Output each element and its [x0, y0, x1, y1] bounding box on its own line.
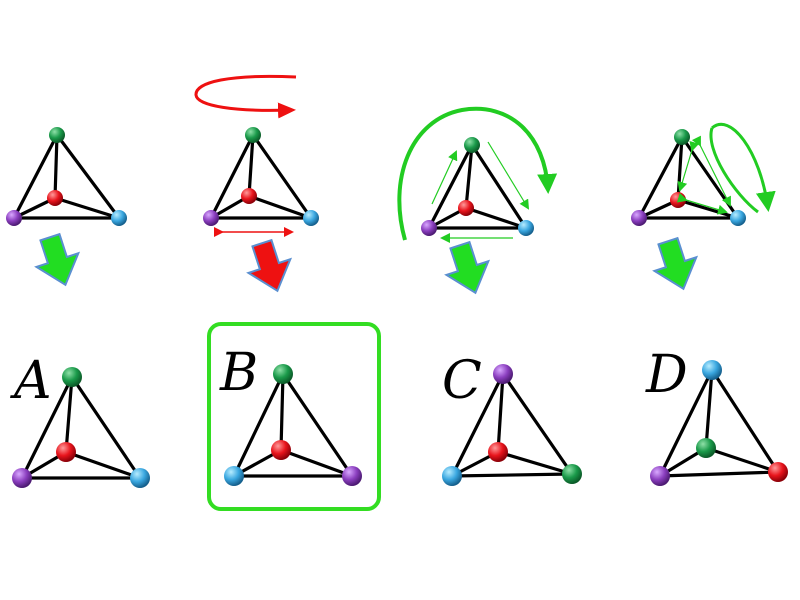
option-a-right-ball-blue: [130, 468, 150, 488]
option-c-edge-apex-left: [450, 372, 505, 478]
option-a-edge-apex-right: [70, 375, 142, 480]
top-1-center-ball-red: [47, 190, 63, 206]
top-4-center-ball-red: [670, 192, 686, 208]
option-label-a: A: [10, 351, 52, 411]
option-a-tetrahedron[interactable]: [12, 367, 150, 488]
option-d-edge-right-center: [704, 446, 780, 474]
top-3-center-ball-red: [458, 200, 474, 216]
top-1-edge-apex-right: [55, 133, 121, 220]
top-4-apex-ball-green: [674, 129, 690, 145]
option-label-c: C: [442, 351, 482, 411]
option-d-edge-left-right: [658, 470, 780, 478]
option-b-apex-ball-green: [273, 364, 293, 384]
selected-answer-frame: [207, 322, 381, 511]
option-a-apex-ball-green: [62, 367, 82, 387]
option-a-center-ball-red: [56, 442, 76, 462]
option-a-left-ball-purple: [12, 468, 32, 488]
option-c-apex-ball-purple: [493, 364, 513, 384]
top-2-right-ball-blue: [303, 210, 319, 226]
top-3-right-ball-blue: [518, 220, 534, 236]
option-c-edge-right-center: [496, 450, 574, 476]
option-d-edge-apex-left: [658, 368, 714, 478]
top-2-center-ball-red: [241, 188, 257, 204]
swap-arrow-big-green: [709, 122, 776, 214]
option-label-d: D: [645, 345, 688, 405]
option-b-left-ball-blue: [224, 466, 244, 486]
option-d-center-ball-green: [696, 438, 716, 458]
top-3-edge-right-center: [464, 206, 528, 230]
option-b-edge-right-center: [279, 448, 354, 478]
top-1-edge-apex-center: [53, 133, 59, 200]
option-b-edge-apex-right: [281, 372, 354, 478]
down-arrow-shape-green: [444, 240, 491, 295]
down-arrow-2: [246, 238, 293, 293]
option-a-edge-apex-center: [64, 375, 74, 454]
top-tetrahedron-3: [421, 137, 534, 236]
top-3-left-ball-purple: [421, 220, 437, 236]
down-arrow-shape-green: [34, 232, 81, 287]
top-1-left-ball-purple: [6, 210, 22, 226]
option-b-tetrahedron[interactable]: [224, 364, 362, 486]
down-arrow-shape-red: [246, 238, 293, 293]
top-4-edge-apex-left: [637, 135, 684, 220]
top-3-edge-apex-left: [427, 143, 474, 230]
top-1-apex-ball-green: [49, 127, 65, 143]
option-a-edge-apex-left: [20, 375, 74, 480]
top-tetrahedron-1: [6, 127, 127, 226]
top-4-left-ball-purple: [631, 210, 647, 226]
top-3-edge-apex-right: [470, 143, 528, 230]
swap-arrows-small-green: [676, 135, 731, 215]
option-b-edge-apex-left: [232, 372, 285, 478]
option-d-edge-apex-right: [710, 368, 780, 474]
top-2-apex-ball-green: [245, 127, 261, 143]
option-c-edge-apex-center: [496, 372, 505, 454]
top-1-right-ball-blue: [111, 210, 127, 226]
option-d-left-ball-purple: [650, 466, 670, 486]
down-arrow-4: [652, 236, 699, 291]
option-d-apex-ball-blue: [702, 360, 722, 380]
top-2-left-ball-purple: [203, 210, 219, 226]
option-c-tetrahedron[interactable]: [442, 364, 582, 486]
rotation-arrow-red: [194, 74, 297, 119]
option-c-edge-apex-right: [501, 372, 574, 476]
option-c-edge-left-right: [450, 472, 574, 478]
option-a-edge-right-center: [64, 450, 142, 480]
option-d-right-ball-red: [768, 462, 788, 482]
top-2-edge-apex-left: [209, 133, 255, 220]
top-2-edge-apex-right: [251, 133, 313, 220]
top-3-edge-apex-center: [464, 143, 474, 210]
option-b-center-ball-red: [271, 440, 291, 460]
option-label-b: B: [219, 343, 258, 403]
option-c-right-ball-green: [562, 464, 582, 484]
cycle-arrow-big-green: [397, 106, 558, 241]
option-d-tetrahedron[interactable]: [650, 360, 788, 486]
option-c-left-ball-blue: [442, 466, 462, 486]
top-1-edge-right-center: [53, 196, 121, 220]
down-arrow-3: [444, 240, 491, 295]
option-b-edge-apex-center: [279, 372, 285, 452]
top-tetrahedron-2: [203, 127, 319, 226]
top-1-edge-apex-left: [12, 133, 59, 220]
top-2-edge-right-center: [247, 194, 313, 220]
option-d-edge-apex-center: [704, 368, 714, 450]
top-2-edge-apex-center: [247, 133, 255, 198]
cycle-arrows-small-green: [431, 141, 530, 243]
option-b-right-ball-purple: [342, 466, 362, 486]
top-3-apex-ball-green: [464, 137, 480, 153]
top-4-edge-apex-right: [680, 135, 740, 220]
down-arrow-shape-green: [652, 236, 699, 291]
top-4-right-ball-blue: [730, 210, 746, 226]
down-arrow-1: [34, 232, 81, 287]
option-c-center-ball-red: [488, 442, 508, 462]
